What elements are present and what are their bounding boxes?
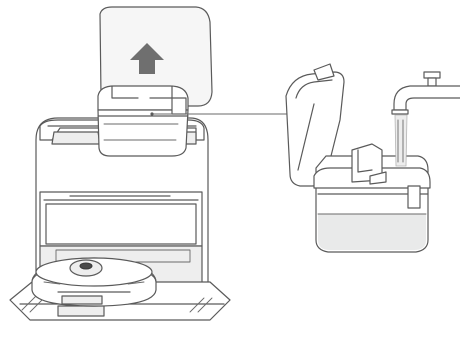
clean-water-tank <box>97 85 189 157</box>
lift-arrow <box>130 43 164 74</box>
water-tap <box>391 71 460 115</box>
robot-vacuum <box>31 257 157 307</box>
open-tank <box>285 63 431 253</box>
water-stream <box>394 114 408 167</box>
callout-line <box>150 112 291 116</box>
